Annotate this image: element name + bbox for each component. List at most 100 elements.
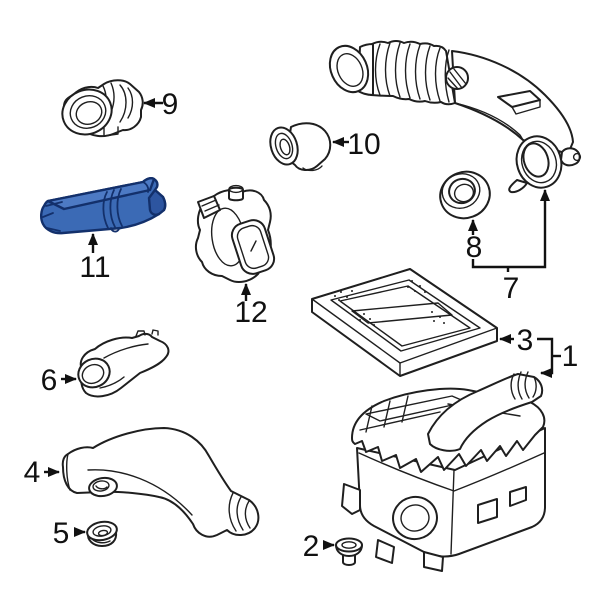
housing-corner-edge — [450, 469, 455, 555]
hose-hole-hatch — [447, 68, 467, 90]
adapter-opening-inner — [75, 100, 103, 126]
hose-inner-edge — [454, 102, 524, 141]
callout-7-label[interactable]: 7 — [503, 272, 520, 305]
callout-10-label[interactable]: 10 — [347, 128, 380, 161]
housing-side-clip — [509, 486, 527, 507]
meter-flange-slash — [250, 240, 257, 252]
duct6-opening-inner — [81, 363, 105, 385]
tube-cuff-rib — [236, 496, 244, 531]
hose-end-rim — [520, 140, 558, 184]
grommet-top-inner — [341, 541, 357, 549]
callout-10: 10 — [332, 128, 381, 161]
callout-9-label[interactable]: 9 — [162, 88, 179, 121]
duct6-nub — [135, 330, 146, 337]
duct-clamp-tab — [110, 227, 120, 233]
bellows-rib — [374, 43, 381, 96]
hose-nipple-tip — [572, 152, 582, 162]
duct6-bottom-line — [99, 376, 125, 389]
callout-3-label[interactable]: 3 — [517, 324, 534, 357]
tube-cuff-rib — [228, 492, 237, 532]
filter-stipple — [334, 280, 445, 326]
callout-8-label[interactable]: 8 — [466, 231, 483, 264]
callout-1-bracket — [537, 337, 554, 378]
callout-1-label[interactable]: 1 — [562, 340, 579, 373]
callout-11-label[interactable]: 11 — [79, 251, 110, 284]
grommet-top — [335, 537, 363, 553]
snout-end-cap — [532, 376, 537, 398]
part-3-air-filter-element[interactable] — [311, 268, 498, 377]
part-1-air-cleaner-housing[interactable] — [341, 371, 546, 572]
meter-flange-inner — [236, 224, 270, 270]
elbow-lip — [302, 165, 323, 172]
bellows-rib — [414, 44, 421, 100]
part-7-intake-hose[interactable] — [323, 40, 582, 194]
filter-outline — [311, 268, 498, 377]
callout-9: 9 — [143, 88, 179, 121]
bellows-rib — [394, 42, 401, 98]
callout-4: 4 — [24, 456, 60, 489]
tube-fitting-curl — [95, 485, 108, 490]
filter-frame-outer — [330, 279, 481, 352]
part-6-intake-duct[interactable] — [74, 329, 170, 398]
hose-opening-inner — [336, 53, 364, 87]
part-4-intake-tube[interactable] — [61, 427, 260, 538]
adapter-lobe-line — [119, 84, 127, 123]
filter-frame-inner — [339, 285, 471, 347]
callout-4-label[interactable]: 4 — [24, 456, 41, 489]
meter-top-nub — [228, 186, 244, 202]
part-5-grommet[interactable] — [86, 520, 119, 547]
part-2-grommet[interactable] — [335, 537, 363, 566]
ring-face — [441, 173, 481, 209]
part-12-air-flow-meter[interactable] — [194, 184, 277, 283]
callout-11: 11 — [79, 233, 111, 284]
callout-12-label[interactable]: 12 — [234, 296, 267, 329]
duct-clamp-ring — [116, 188, 123, 227]
callout-6-label[interactable]: 6 — [41, 364, 58, 397]
cover-rib — [365, 395, 409, 433]
callout-5-label[interactable]: 5 — [53, 517, 70, 550]
duct6-lip-line — [103, 343, 149, 359]
callout-7: 7 — [471, 189, 550, 305]
grommet5-fold — [91, 538, 111, 544]
snout-cuff-rib — [524, 371, 530, 399]
duct6-nub — [151, 329, 159, 336]
cover-ridge-line — [359, 411, 441, 431]
hose-bracket-step — [511, 99, 541, 115]
callout-3: 3 — [499, 324, 534, 357]
callout-5: 5 — [53, 517, 86, 550]
elbow-opening-inner — [279, 138, 291, 156]
grommet5-center — [97, 529, 109, 537]
ring-hole-edge — [453, 183, 475, 203]
tube-fitting-inner — [92, 480, 110, 492]
callouts: 9 10 11 12 8 7 3 1 — [24, 88, 579, 563]
elbow-opening-mid — [274, 132, 294, 160]
callout-2-label[interactable]: 2 — [303, 530, 320, 563]
bellows-rib — [404, 43, 411, 99]
meter-connector-pins — [201, 199, 220, 212]
bellows-rib — [384, 42, 391, 97]
part-9-intake-adapter[interactable] — [56, 79, 144, 142]
housing-snout — [427, 373, 544, 452]
meter-nub-top — [228, 184, 244, 194]
callout-12: 12 — [234, 283, 268, 329]
snout-cuff-rib — [510, 373, 516, 400]
housing-rim-band — [358, 452, 545, 492]
tube-cuff-rib — [244, 500, 251, 529]
hose-end-opening — [522, 142, 550, 178]
tube-body — [61, 427, 260, 538]
bellows-rib — [444, 49, 450, 103]
snout-cuff-rib — [517, 371, 523, 400]
duct-clamp-ring — [109, 189, 116, 228]
bellows-rib — [434, 47, 441, 102]
duct-end-cap — [147, 188, 167, 216]
part-10-elbow-hose[interactable] — [266, 122, 332, 172]
hose-nipple — [560, 147, 581, 167]
housing-port-inner — [400, 504, 430, 532]
housing-port-outer — [392, 495, 438, 541]
part-11-highlighted-air-duct[interactable] — [40, 177, 167, 235]
adapter-opening-mid — [69, 95, 107, 129]
part-8-seal-ring[interactable] — [434, 165, 497, 225]
housing-foot — [423, 551, 444, 572]
